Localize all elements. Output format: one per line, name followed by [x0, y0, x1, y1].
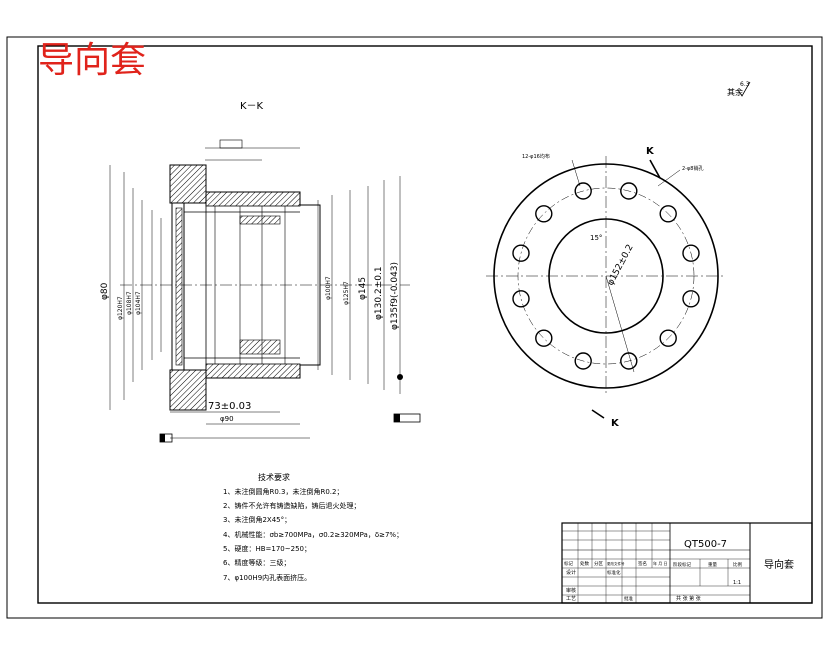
body-wall-top: [205, 191, 301, 207]
surface-roughness-symbol: 其余 6.3: [727, 81, 751, 97]
bolt-hole: [682, 244, 700, 262]
tech-req-item-3: 3、未注倒角2X45°；: [223, 515, 291, 524]
bolt-hole: [659, 329, 677, 347]
tech-req-item-5: 5、硬度：HB=170~250；: [223, 544, 311, 553]
end-view: K K 12-φ16均布 2-φ8销孔 φ152±0.2 15°: [486, 146, 726, 429]
tech-requirements: 技术要求 1、未注倒圆角R0.3，未注倒角R0.2； 2、铸件不允许有铸造缺陷，…: [223, 472, 403, 582]
tb-label-zone: 分区: [594, 560, 603, 567]
dim-d135: φ135f9(-0.043): [390, 262, 400, 330]
tb-approve: 批准: [624, 595, 633, 602]
flange-bottom-hatch: [169, 369, 207, 411]
part-name: 导向套: [764, 558, 794, 571]
bolt-hole: [682, 290, 700, 308]
tb-label-sign: 签名: [638, 560, 647, 567]
tb-sheet: 共 张 第 张: [676, 595, 701, 602]
section-label: K－K: [240, 101, 264, 112]
drawing-frame: [37, 45, 813, 604]
tech-req-item-4: 4、机械性能：σb≥700MPa，σ0.2≥320MPa，δ≥7%；: [223, 530, 403, 539]
bolt-hole: [620, 182, 638, 200]
bolt-hole: [535, 329, 553, 347]
tb-label-change: 更改文件号: [607, 561, 625, 566]
dim-d104: φ104H7: [135, 291, 142, 315]
tech-req-item-2: 2、铸件不允许有铸造缺陷，铸后退火处理；: [223, 501, 360, 510]
note-pin: 2-φ8销孔: [682, 165, 703, 172]
section-view: φ80 φ120H7 φ108H7 φ104H7 φ100H7 φ125H7 φ…: [100, 139, 421, 443]
dim-hole-pcd: φ152±0.2: [606, 243, 636, 287]
dim-d125: φ125H7: [343, 281, 350, 305]
red-title-overlay: 导向套: [38, 40, 146, 81]
body-wall-bottom: [205, 363, 301, 379]
dim-d80: φ80: [100, 282, 110, 300]
tb-label-mark: 标记: [564, 560, 573, 567]
tech-req-item-6: 6、精度等级：三级；: [223, 558, 290, 567]
tb-scale-label: 比例: [733, 561, 742, 568]
dim-d100: φ100H7: [325, 276, 332, 300]
dim-d108: φ108H7: [126, 291, 133, 315]
flange-top-hatch: [169, 164, 207, 204]
roughness-value: 6.3: [740, 81, 750, 88]
bolt-hole: [535, 205, 553, 223]
bolt-hole: [574, 182, 592, 200]
tb-label-count: 处数: [580, 560, 589, 567]
sheet-outer-border: [6, 36, 823, 619]
tb-role-review: 审核: [566, 587, 576, 594]
dim-d130: φ130.2±0.1: [374, 266, 384, 320]
bolt-hole: [512, 290, 530, 308]
bolt-hole: [620, 352, 638, 370]
roughness-note: 其余: [727, 87, 743, 97]
bolt-hole: [512, 244, 530, 262]
tech-req-heading: 技术要求: [258, 472, 290, 482]
tech-req-item-1: 1、未注倒圆角R0.3，未注倒角R0.2；: [223, 487, 343, 496]
tb-role-design: 设计: [566, 569, 576, 576]
drawing-number: QT500-7: [684, 539, 727, 550]
title-block: QT500-7 导向套 标记 处数 分区 更改文件号 签名 年 月 日 设计 标…: [561, 522, 813, 604]
bolt-hole: [659, 205, 677, 223]
tech-req-item-7: 7、φ100H9内孔表面挤压。: [223, 573, 311, 582]
dim-d145: φ145: [358, 277, 368, 300]
tb-role-process: 工艺: [566, 596, 576, 602]
tb-label-date: 年 月 日: [653, 560, 668, 566]
dim-d120: φ120H7: [117, 296, 124, 320]
tb-std: 标准化: [607, 569, 621, 576]
dim-d90: φ90: [220, 415, 234, 423]
view-marker-top: K: [646, 146, 655, 157]
tb-scale: 1:1: [733, 580, 741, 586]
tb-weight: 重量: [708, 561, 717, 568]
dim-angle: 15°: [590, 234, 602, 242]
dim-len73: 73±0.03: [208, 401, 251, 412]
note-bore: 12-φ16均布: [522, 153, 550, 160]
tb-stage: 阶段标记: [673, 561, 691, 568]
view-marker-bottom: K: [611, 418, 620, 429]
bolt-hole: [574, 352, 592, 370]
